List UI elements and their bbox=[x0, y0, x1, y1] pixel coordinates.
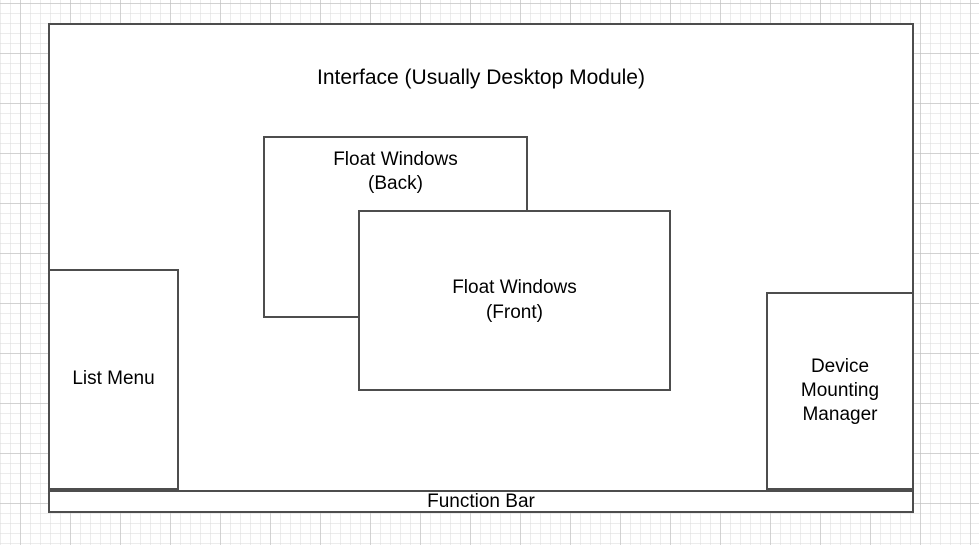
device-mounting-manager-box[interactable]: Device Mounting Manager bbox=[766, 292, 914, 490]
device-mounting-manager-label: Device Mounting Manager bbox=[800, 355, 880, 426]
list-menu-label: List Menu bbox=[72, 368, 155, 390]
float-window-front-label: Float Windows (Front) bbox=[452, 277, 577, 323]
function-bar-box[interactable]: Function Bar bbox=[48, 490, 914, 513]
list-menu-box[interactable]: List Menu bbox=[48, 269, 179, 490]
function-bar-label: Function Bar bbox=[427, 490, 535, 512]
interface-container-label: Interface (Usually Desktop Module) bbox=[317, 66, 645, 89]
float-window-back-label: Float Windows (Back) bbox=[333, 149, 458, 195]
float-window-front-box[interactable]: Float Windows (Front) bbox=[358, 210, 671, 391]
